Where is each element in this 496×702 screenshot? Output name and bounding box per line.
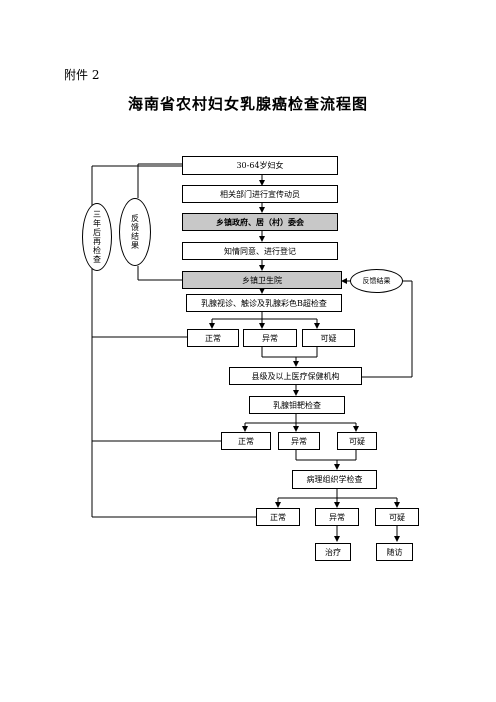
node-township-hospital: 乡镇卫生院 (182, 271, 342, 289)
result2-suspicious: 可疑 (337, 432, 377, 450)
result1-abnormal: 异常 (243, 329, 297, 347)
result3-suspicious: 可疑 (375, 508, 419, 526)
node-mammography: 乳腺钼靶检查 (249, 396, 345, 414)
result3-abnormal: 异常 (315, 508, 359, 526)
node-treatment: 治疗 (315, 543, 351, 561)
result1-normal: 正常 (187, 329, 239, 347)
result3-normal: 正常 (256, 508, 300, 526)
attachment-label: 附件 2 (64, 68, 100, 82)
result1-suspicious: 可疑 (302, 329, 355, 347)
node-age-group: 30-64岁妇女 (182, 156, 338, 175)
node-consent-registration: 知情同意、进行登记 (182, 242, 338, 260)
node-followup: 随访 (376, 543, 413, 561)
recheck-3-years-ellipse: 三年后再检查 (82, 203, 112, 271)
node-clinical-screening: 乳腺视诊、触诊及乳腺彩色B超检查 (186, 294, 342, 312)
feedback-ellipse-middle: 反馈结果 (119, 198, 151, 266)
recheck-label: 三年后再检查 (92, 210, 102, 264)
node-county-institution: 县级及以上医疗保健机构 (229, 367, 362, 385)
feedback-label-middle: 反馈结果 (130, 214, 140, 250)
result2-normal: 正常 (221, 432, 271, 450)
node-pathology: 病理组织学检查 (292, 470, 377, 489)
node-township-government: 乡镇政府、居（村）委会 (182, 213, 338, 231)
page-title: 海南省农村妇女乳腺癌检查流程图 (127, 95, 368, 113)
feedback-label-right: 反馈结果 (362, 277, 391, 285)
node-publicity: 相关部门进行宣传动员 (182, 185, 338, 203)
feedback-ellipse-right: 反馈结果 (350, 269, 403, 293)
result2-abnormal: 异常 (278, 432, 320, 450)
